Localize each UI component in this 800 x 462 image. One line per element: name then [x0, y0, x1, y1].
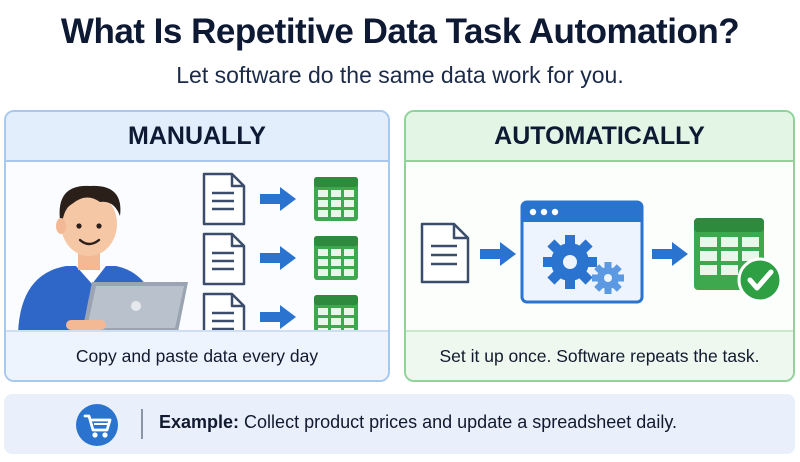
arrow-right-icon: [480, 242, 516, 266]
auto-panel-title: AUTOMATICALLY: [406, 112, 793, 162]
example-text: Example: Collect product prices and upda…: [159, 412, 677, 433]
page-subtitle: Let software do the same data work for y…: [176, 62, 624, 88]
gears-icon: [543, 235, 597, 289]
document-icon: [202, 232, 246, 286]
spreadsheet-icon: [314, 295, 358, 332]
document-icon: [202, 292, 246, 332]
spreadsheet-icon: [694, 218, 764, 290]
arrow-right-icon: [260, 305, 296, 329]
spreadsheet-icon: [314, 236, 358, 280]
example-description: Collect product prices and update a spre…: [239, 412, 677, 432]
check-icon: [737, 257, 783, 303]
person-at-laptop-illustration: [18, 185, 188, 332]
software-window-icon: [520, 200, 644, 304]
auto-panel-caption: Set it up once. Software repeats the tas…: [406, 330, 793, 380]
shopping-cart-icon: [76, 404, 118, 446]
arrow-right-icon: [260, 246, 296, 270]
divider: [141, 409, 143, 439]
example-bar: Example: Collect product prices and upda…: [4, 394, 795, 454]
example-label: Example:: [159, 412, 240, 432]
spreadsheet-icon: [314, 177, 358, 221]
manual-panel-title: MANUALLY: [6, 112, 388, 162]
page-title: What Is Repetitive Data Task Automation?: [60, 12, 740, 51]
auto-panel: AUTOMATICALLY: [404, 110, 795, 382]
manual-panel-caption: Copy and paste data every day: [6, 330, 388, 380]
document-icon: [202, 172, 246, 226]
document-icon: [420, 222, 470, 284]
arrow-right-icon: [652, 242, 688, 266]
automation-illustration: [420, 200, 783, 304]
arrow-right-icon: [260, 187, 296, 211]
manual-illustration: [18, 172, 358, 332]
manual-panel: MANUALLY: [4, 110, 390, 382]
